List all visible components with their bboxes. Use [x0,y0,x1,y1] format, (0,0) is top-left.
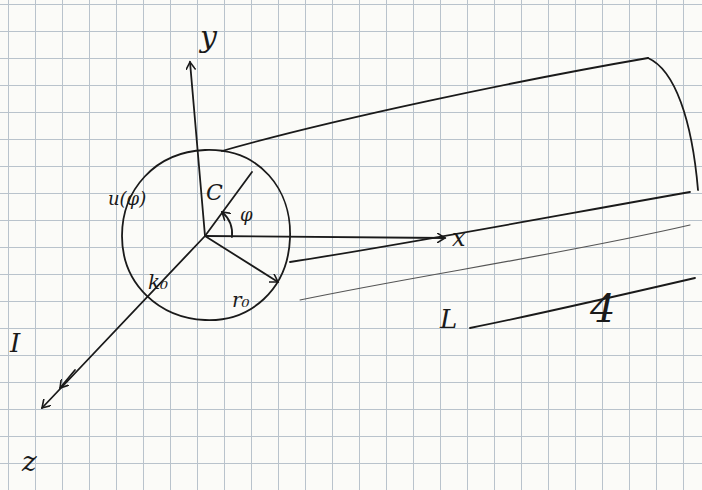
constant-label: k₀ [148,272,168,292]
angle-label: φ [240,206,253,224]
axis-label: x [452,226,466,250]
length-label: L [440,306,457,332]
radius-label: r₀ [232,290,250,310]
axis-label: z [22,448,37,476]
contour-label: C [206,182,223,204]
value-label: 4 [590,288,615,328]
axis-label: y [200,22,217,52]
current-label: I [10,330,20,356]
function-label: u(φ) [108,190,146,208]
